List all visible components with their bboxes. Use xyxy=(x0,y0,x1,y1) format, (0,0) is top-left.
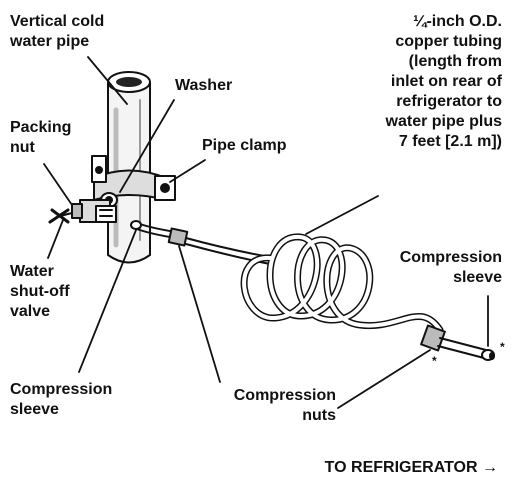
label-water-valve-line1: Water xyxy=(10,263,54,280)
compression-sleeve-left xyxy=(130,220,142,230)
label-copper-tubing-line3: (length from xyxy=(408,53,502,70)
compression-nut-left xyxy=(167,227,189,247)
asterisk-sleeve: * xyxy=(500,340,505,354)
leader-washer xyxy=(119,99,175,193)
label-compression-sleeve-right: Compression sleeve xyxy=(400,248,502,288)
label-washer: Washer xyxy=(175,77,233,94)
label-compression-nuts-line2: nuts xyxy=(302,407,336,424)
label-vertical-pipe: Vertical cold water pipe xyxy=(10,12,104,52)
label-copper-tubing-line5: refrigerator to xyxy=(396,93,502,110)
label-water-valve-line3: valve xyxy=(10,303,51,320)
label-to-refrigerator: TO REFRIGERATOR → xyxy=(324,459,498,476)
leader-compression-nuts-right xyxy=(337,349,431,409)
label-vertical-pipe-line1: Vertical cold xyxy=(10,13,105,30)
leader-water-valve xyxy=(47,219,64,259)
label-compression-sleeve-right-line2: sleeve xyxy=(453,269,502,286)
label-packing-nut-line1: Packing xyxy=(10,119,72,136)
leader-vertical-pipe xyxy=(87,56,128,105)
label-pipe-clamp: Pipe clamp xyxy=(202,137,287,154)
label-compression-sleeve-left: Compression sleeve xyxy=(10,380,112,420)
label-compression-nuts-line1: Compression xyxy=(233,387,336,404)
label-compression-sleeve-left-line1: Compression xyxy=(10,381,113,398)
leader-compression-nuts-left xyxy=(178,245,221,383)
label-copper-tubing-line6: water pipe plus xyxy=(385,113,502,130)
label-water-valve-line2: shut-off xyxy=(10,283,70,300)
compression-nut-right xyxy=(420,324,446,352)
label-vertical-pipe-line2: water pipe xyxy=(10,33,90,50)
label-copper-tubing-line7: 7 feet [2.1 m]) xyxy=(398,133,502,150)
asterisk-nut: * xyxy=(432,354,437,368)
label-copper-tubing: ¼-inch O.D. copper tubing (length from i… xyxy=(386,12,502,152)
leader-compression-sleeve-left xyxy=(78,229,137,373)
label-compression-sleeve-left-line2: sleeve xyxy=(10,401,59,418)
shut-off-valve xyxy=(48,199,117,224)
label-water-valve: Water shut-off valve xyxy=(10,262,70,322)
label-copper-tubing-line4: inlet on rear of xyxy=(390,73,502,90)
leader-packing-nut xyxy=(43,163,73,206)
label-copper-tubing-line2: copper tubing xyxy=(395,33,502,50)
packing-nut xyxy=(71,203,83,219)
pipe-clamp xyxy=(91,155,176,201)
label-copper-tubing-line1: ¼-inch O.D. xyxy=(413,13,502,30)
label-packing-nut-line2: nut xyxy=(10,139,35,156)
label-compression-nuts: Compression nuts xyxy=(186,386,336,426)
leader-copper-tubing xyxy=(305,195,379,235)
label-compression-sleeve-right-line1: Compression xyxy=(399,249,502,266)
leader-pipe-clamp xyxy=(169,159,206,183)
label-packing-nut: Packing nut xyxy=(10,118,71,158)
